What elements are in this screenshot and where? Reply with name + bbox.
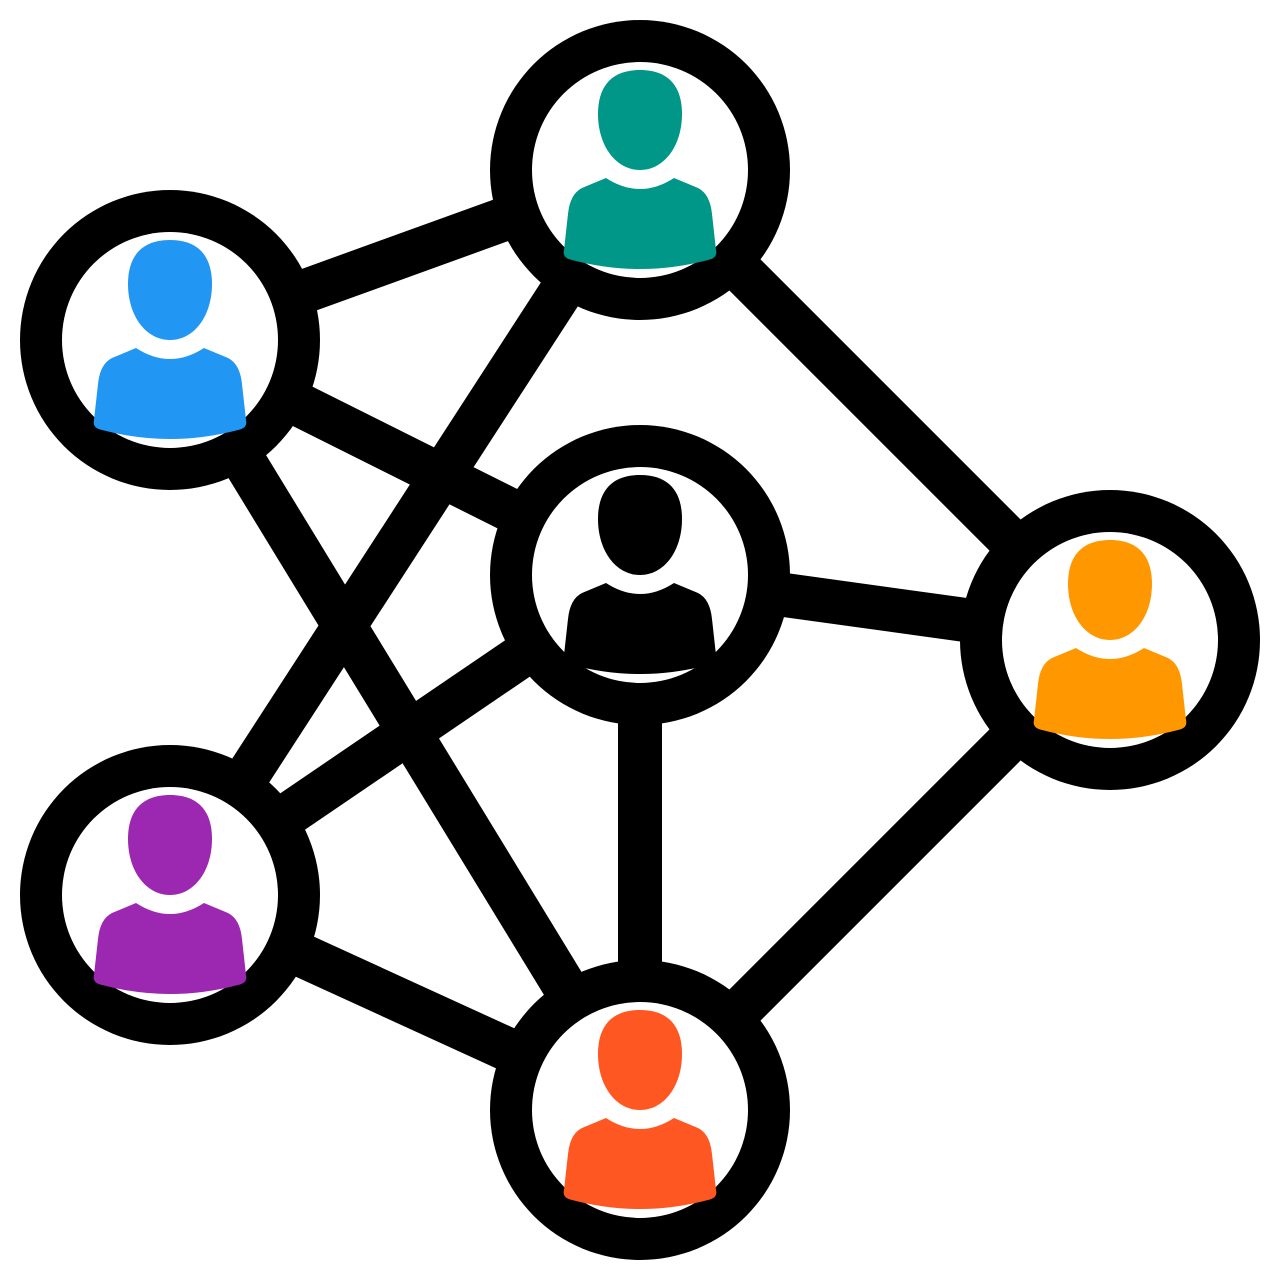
user-head (128, 240, 212, 340)
user-body (1033, 648, 1187, 739)
user-head (1068, 540, 1152, 640)
node-red (490, 960, 790, 1260)
user-icon (563, 70, 717, 269)
user-body (563, 178, 717, 269)
user-head (598, 70, 682, 170)
user-icon (93, 240, 247, 439)
user-head (598, 475, 682, 575)
user-icon (93, 795, 247, 994)
user-body (93, 903, 247, 994)
user-head (598, 1010, 682, 1110)
user-head (128, 795, 212, 895)
user-body (93, 348, 247, 439)
nodes-layer (20, 20, 1260, 1260)
node-purple (20, 745, 320, 1045)
node-blue (20, 190, 320, 490)
node-teal (490, 20, 790, 320)
user-body (563, 583, 717, 674)
node-center (490, 425, 790, 725)
node-orange (960, 490, 1260, 790)
user-icon (563, 475, 717, 674)
user-icon (563, 1010, 717, 1209)
user-body (563, 1118, 717, 1209)
user-icon (1033, 540, 1187, 739)
